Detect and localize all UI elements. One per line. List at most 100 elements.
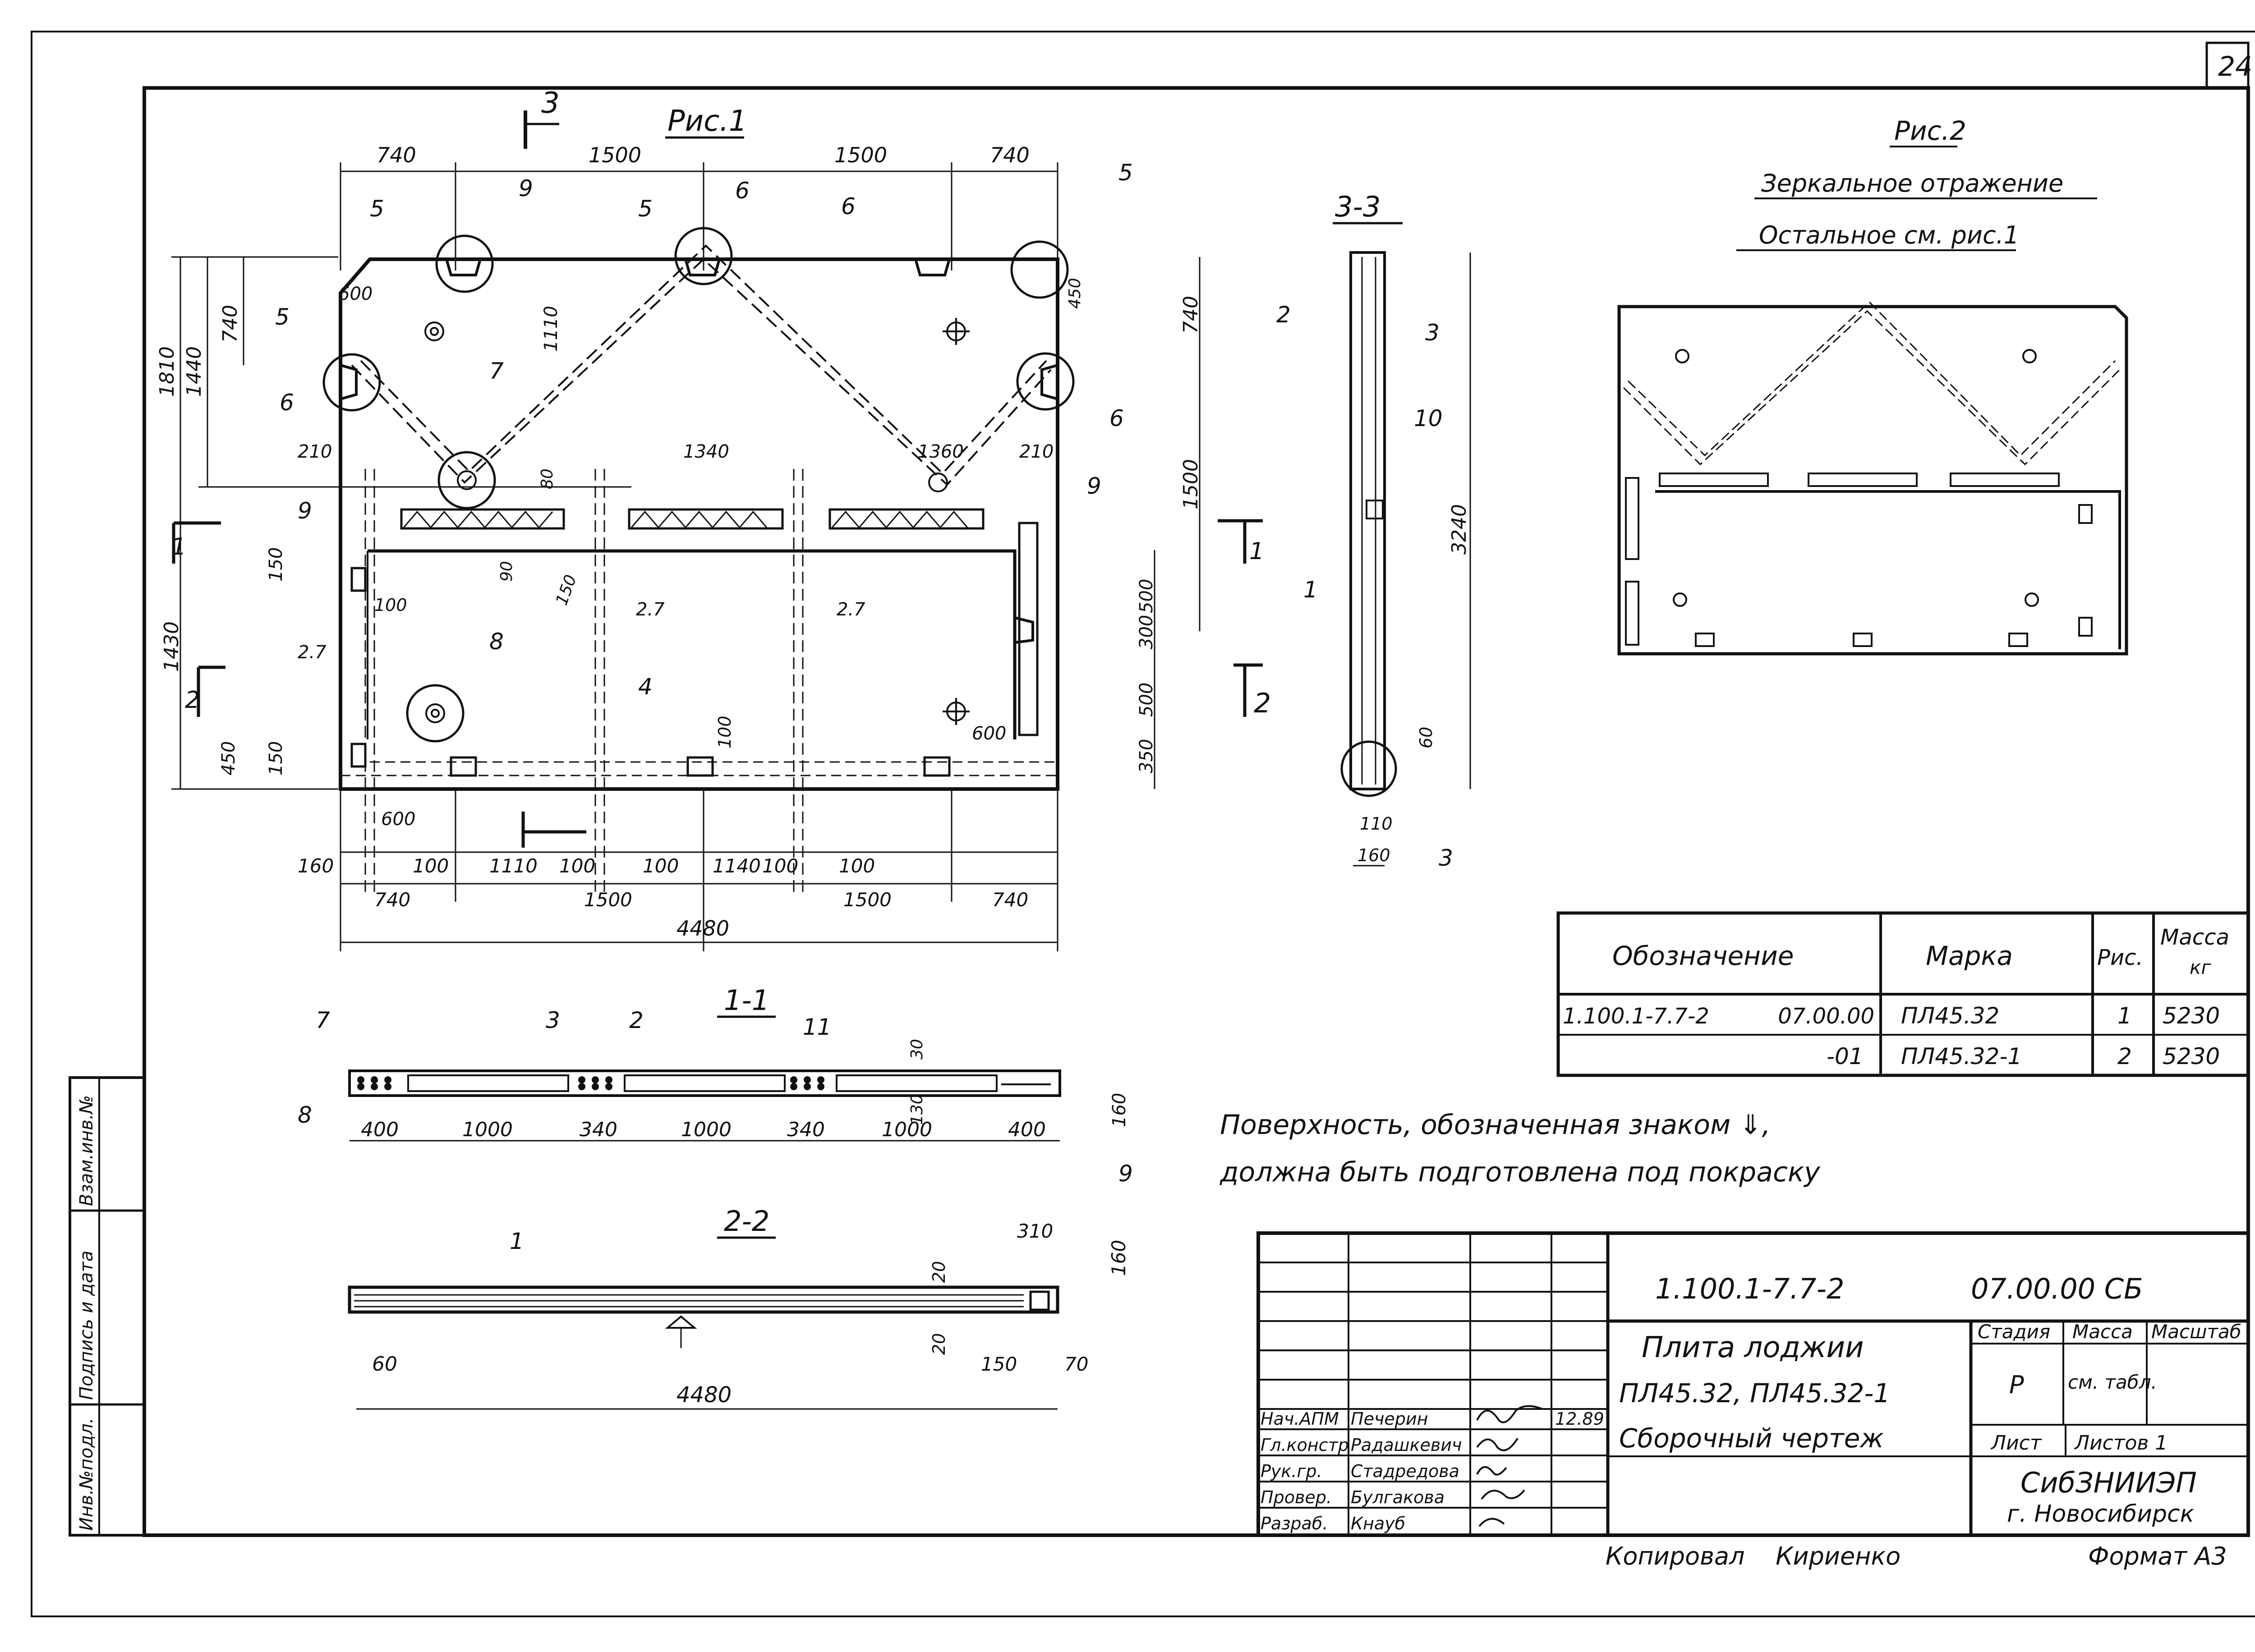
stamp-replace-inv: Взам.инв.№ [76, 1095, 97, 1206]
sheet-border [31, 31, 2255, 1617]
sec33-title: 3-3 [1335, 190, 1381, 223]
dim-b1-1110: 1110 [489, 855, 538, 877]
td-mark-1: ПЛ45.32 [1901, 1003, 1999, 1029]
dim-b1-100a: 100 [413, 855, 449, 877]
page-number: 24 [2218, 51, 2252, 83]
sec22-dim-160: 160 [1108, 1240, 1130, 1276]
sec33-callout-1: 1 [1303, 577, 1318, 603]
copied-by: Копировал Кириенко [1606, 1542, 1901, 1570]
sec11-dims: 400 1000 340 1000 340 1000 400 30 130 16… [361, 1039, 1130, 1141]
dim-right-740: 740 [1179, 296, 1202, 334]
sec-2-left: 2 [185, 687, 200, 714]
dim-right-500b: 500 [1136, 683, 1157, 717]
dim-in-600b: 600 [972, 723, 1006, 744]
sec11-dim-1000a: 1000 [462, 1118, 513, 1141]
th-designation: Обозначение [1612, 941, 1794, 971]
dim-in-2-7b: 2.7 [636, 599, 665, 620]
sheet-format: Формат А3 [2088, 1542, 2227, 1570]
sec-2-right: 2 [1254, 688, 1271, 719]
th-mark: Марка [1926, 941, 2013, 971]
role-4: Провер. [1261, 1487, 1332, 1507]
figure-2: Рис.2 Зеркальное отражение Остальное см.… [1617, 115, 2128, 656]
sec33-dim-60: 60 [1416, 727, 1436, 748]
lifting-loops [424, 318, 970, 725]
sec11-dim-30: 30 [908, 1039, 926, 1060]
dim-top-740b: 740 [990, 143, 1030, 167]
fig1-bottom-dims: 160 100 1110 100 100 1140 100 100 740 15… [298, 855, 1028, 941]
role-1: Нач.АПМ [1261, 1409, 1339, 1429]
sec22-dim-150: 150 [981, 1353, 1017, 1375]
dim-b2-1500a: 1500 [584, 889, 632, 911]
dim-right-350: 350 [1136, 739, 1157, 773]
dim-b2-740b: 740 [992, 889, 1028, 911]
signatures [1476, 1405, 1543, 1527]
dim-in-1110: 1110 [541, 306, 561, 352]
callout-circle-7 [437, 451, 496, 509]
notch-3 [914, 259, 951, 276]
dim-in-2-7c: 2.7 [837, 599, 865, 620]
title-block: Нач.АПМ Гл.констр Рук.гр. Провер. Разраб… [1256, 1231, 2250, 1537]
sec22-dim-60: 60 [372, 1353, 397, 1376]
dim-top-1500a: 1500 [589, 143, 641, 167]
reinforcement-strips [400, 508, 1039, 736]
sec22-callout-1: 1 [510, 1228, 524, 1254]
slab-opening [368, 549, 1017, 739]
dim-in-100b: 100 [715, 716, 735, 748]
sec11-callout-11: 11 [803, 1014, 832, 1040]
dim-total-4480: 4480 [676, 916, 729, 941]
callout-6-right: 6 [1109, 405, 1124, 431]
dim-in-210a: 210 [298, 441, 332, 462]
sec33-dim-3240: 3240 [1448, 504, 1471, 555]
dim-left-740: 740 [219, 305, 242, 343]
callout-8: 8 [489, 629, 504, 655]
sec11-callouts: 7 3 2 11 8 9 [298, 1007, 1133, 1187]
sec22-dim-70: 70 [1064, 1353, 1088, 1375]
callout-circle-5b [1010, 240, 1069, 299]
dim-b2-740a: 740 [374, 889, 410, 911]
fig1-left-dims: 1810 1440 740 1430 450 150 150 [156, 305, 286, 776]
sec22-dim-310: 310 [1017, 1220, 1053, 1242]
sec11-title: 1-1 [724, 984, 769, 1017]
dim-b2-1500b: 1500 [843, 889, 892, 911]
td-mark-2: ПЛ45.32-1 [1901, 1043, 2022, 1069]
callout-9-left: 9 [298, 498, 312, 524]
item-name: Плита лоджии [1642, 1331, 1864, 1364]
sheets-label: Листов 1 [2074, 1432, 2168, 1455]
city: г. Новосибирск [2007, 1501, 2195, 1528]
dim-in-150: 150 [552, 572, 580, 608]
callout-9-right: 9 [1087, 473, 1101, 499]
dim-right-500a: 500 [1136, 579, 1157, 613]
sec22-title: 2-2 [724, 1205, 769, 1238]
slab-outline [339, 257, 1059, 791]
callout-6-left: 6 [280, 390, 294, 416]
sec11-dim-1000b: 1000 [681, 1118, 732, 1141]
dim-in-450: 450 [1066, 278, 1084, 309]
stage-header: Стадия [1978, 1321, 2050, 1343]
td-mass-1: 5230 [2163, 1003, 2220, 1029]
doc-number: 07.00.00 СБ [1971, 1272, 2143, 1305]
dim-in-1340: 1340 [683, 441, 729, 462]
sec33-dim-110: 110 [1360, 814, 1393, 834]
fig1-right-dims: 740 1500 500 300 500 350 [1136, 296, 1202, 773]
dim-in-600a: 600 [338, 284, 373, 304]
notch-right-mid [1014, 616, 1034, 644]
dim-left-1810: 1810 [156, 346, 179, 397]
dim-top-740a: 740 [377, 143, 416, 167]
sec33-callout-3b: 3 [1439, 845, 1453, 871]
fig2-note-mirror: Зеркальное отражение [1761, 169, 2063, 197]
notch-2 [684, 259, 721, 276]
fig2-note-rest: Остальное см. рис.1 [1759, 221, 2019, 249]
dim-b1-100b: 100 [559, 855, 595, 877]
stamp-sign-date: Подпись и дата [76, 1251, 97, 1400]
sec22-dims: 60 4480 150 70 310 160 20 20 [372, 1220, 1130, 1408]
td-fig-1: 1 [2117, 1003, 2132, 1029]
callout-4: 4 [638, 674, 653, 700]
page-number-box [2205, 41, 2250, 89]
callout-circle-8 [406, 684, 465, 743]
dim-left-450: 450 [218, 741, 239, 776]
callout-circle-9 [435, 234, 494, 293]
sec11-dim-400a: 400 [361, 1118, 399, 1141]
sec11-callout-9: 9 [1118, 1161, 1133, 1187]
notch-right [1040, 364, 1058, 400]
